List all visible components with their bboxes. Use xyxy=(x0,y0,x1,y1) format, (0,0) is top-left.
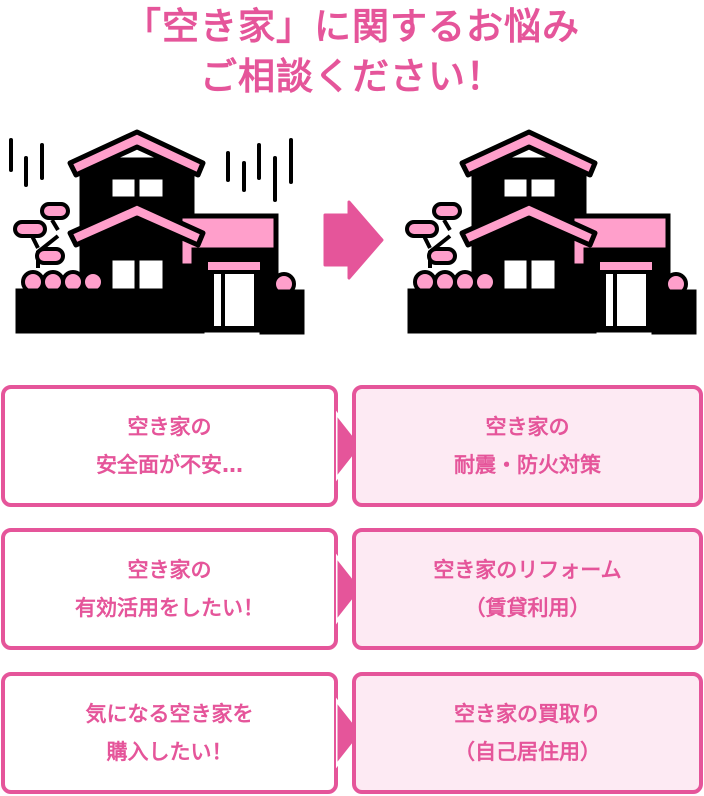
solution-3-line-1: 空き家の買取り xyxy=(454,702,601,726)
page-headline: 「空き家」に関するお悩み ご相談ください！ xyxy=(0,2,704,102)
before-after-illustration: .before .wall{fill:#d9d9d9}.before .fenc… xyxy=(0,120,704,350)
renovated-house-icon xyxy=(407,132,694,332)
solution-1-line-1: 空き家の xyxy=(485,415,570,439)
solution-box-3[interactable]: 空き家の買取り （自己居住用） xyxy=(352,672,703,794)
connector-arrow-icon xyxy=(336,385,366,507)
headline-line-2: ご相談ください！ xyxy=(200,55,504,98)
concern-1-line-1: 空き家の xyxy=(127,415,212,439)
solution-1-line-2: 耐震・防火対策 xyxy=(454,453,601,477)
concern-3-line-1: 気になる空き家を xyxy=(85,702,254,726)
solution-3-line-2: （自己居住用） xyxy=(454,740,601,764)
concern-2-line-2: 有効活用をしたい！ xyxy=(75,596,264,620)
solution-2-line-1: 空き家のリフォーム xyxy=(433,558,622,582)
concern-1-line-2: 安全面が不安… xyxy=(96,453,243,477)
connector-arrow-icon xyxy=(336,672,366,794)
concern-box-3[interactable]: 気になる空き家を 購入したい！ xyxy=(1,672,338,794)
concern-3-line-2: 購入したい！ xyxy=(106,740,233,764)
worn-house-icon: .before .wall{fill:#d9d9d9}.before .fenc… xyxy=(9,132,302,332)
solution-box-1[interactable]: 空き家の 耐震・防火対策 xyxy=(352,385,703,507)
concern-box-2[interactable]: 空き家の 有効活用をしたい！ xyxy=(1,528,338,650)
concern-box-1[interactable]: 空き家の 安全面が不安… xyxy=(1,385,338,507)
right-arrow-icon xyxy=(323,200,384,280)
solution-2-line-2: （賃貸利用） xyxy=(464,596,591,620)
headline-line-1: 「空き家」に関するお悩み xyxy=(124,5,580,48)
connector-arrow-icon xyxy=(336,528,366,650)
solution-box-2[interactable]: 空き家のリフォーム （賃貸利用） xyxy=(352,528,703,650)
concern-2-line-1: 空き家の xyxy=(127,558,212,582)
